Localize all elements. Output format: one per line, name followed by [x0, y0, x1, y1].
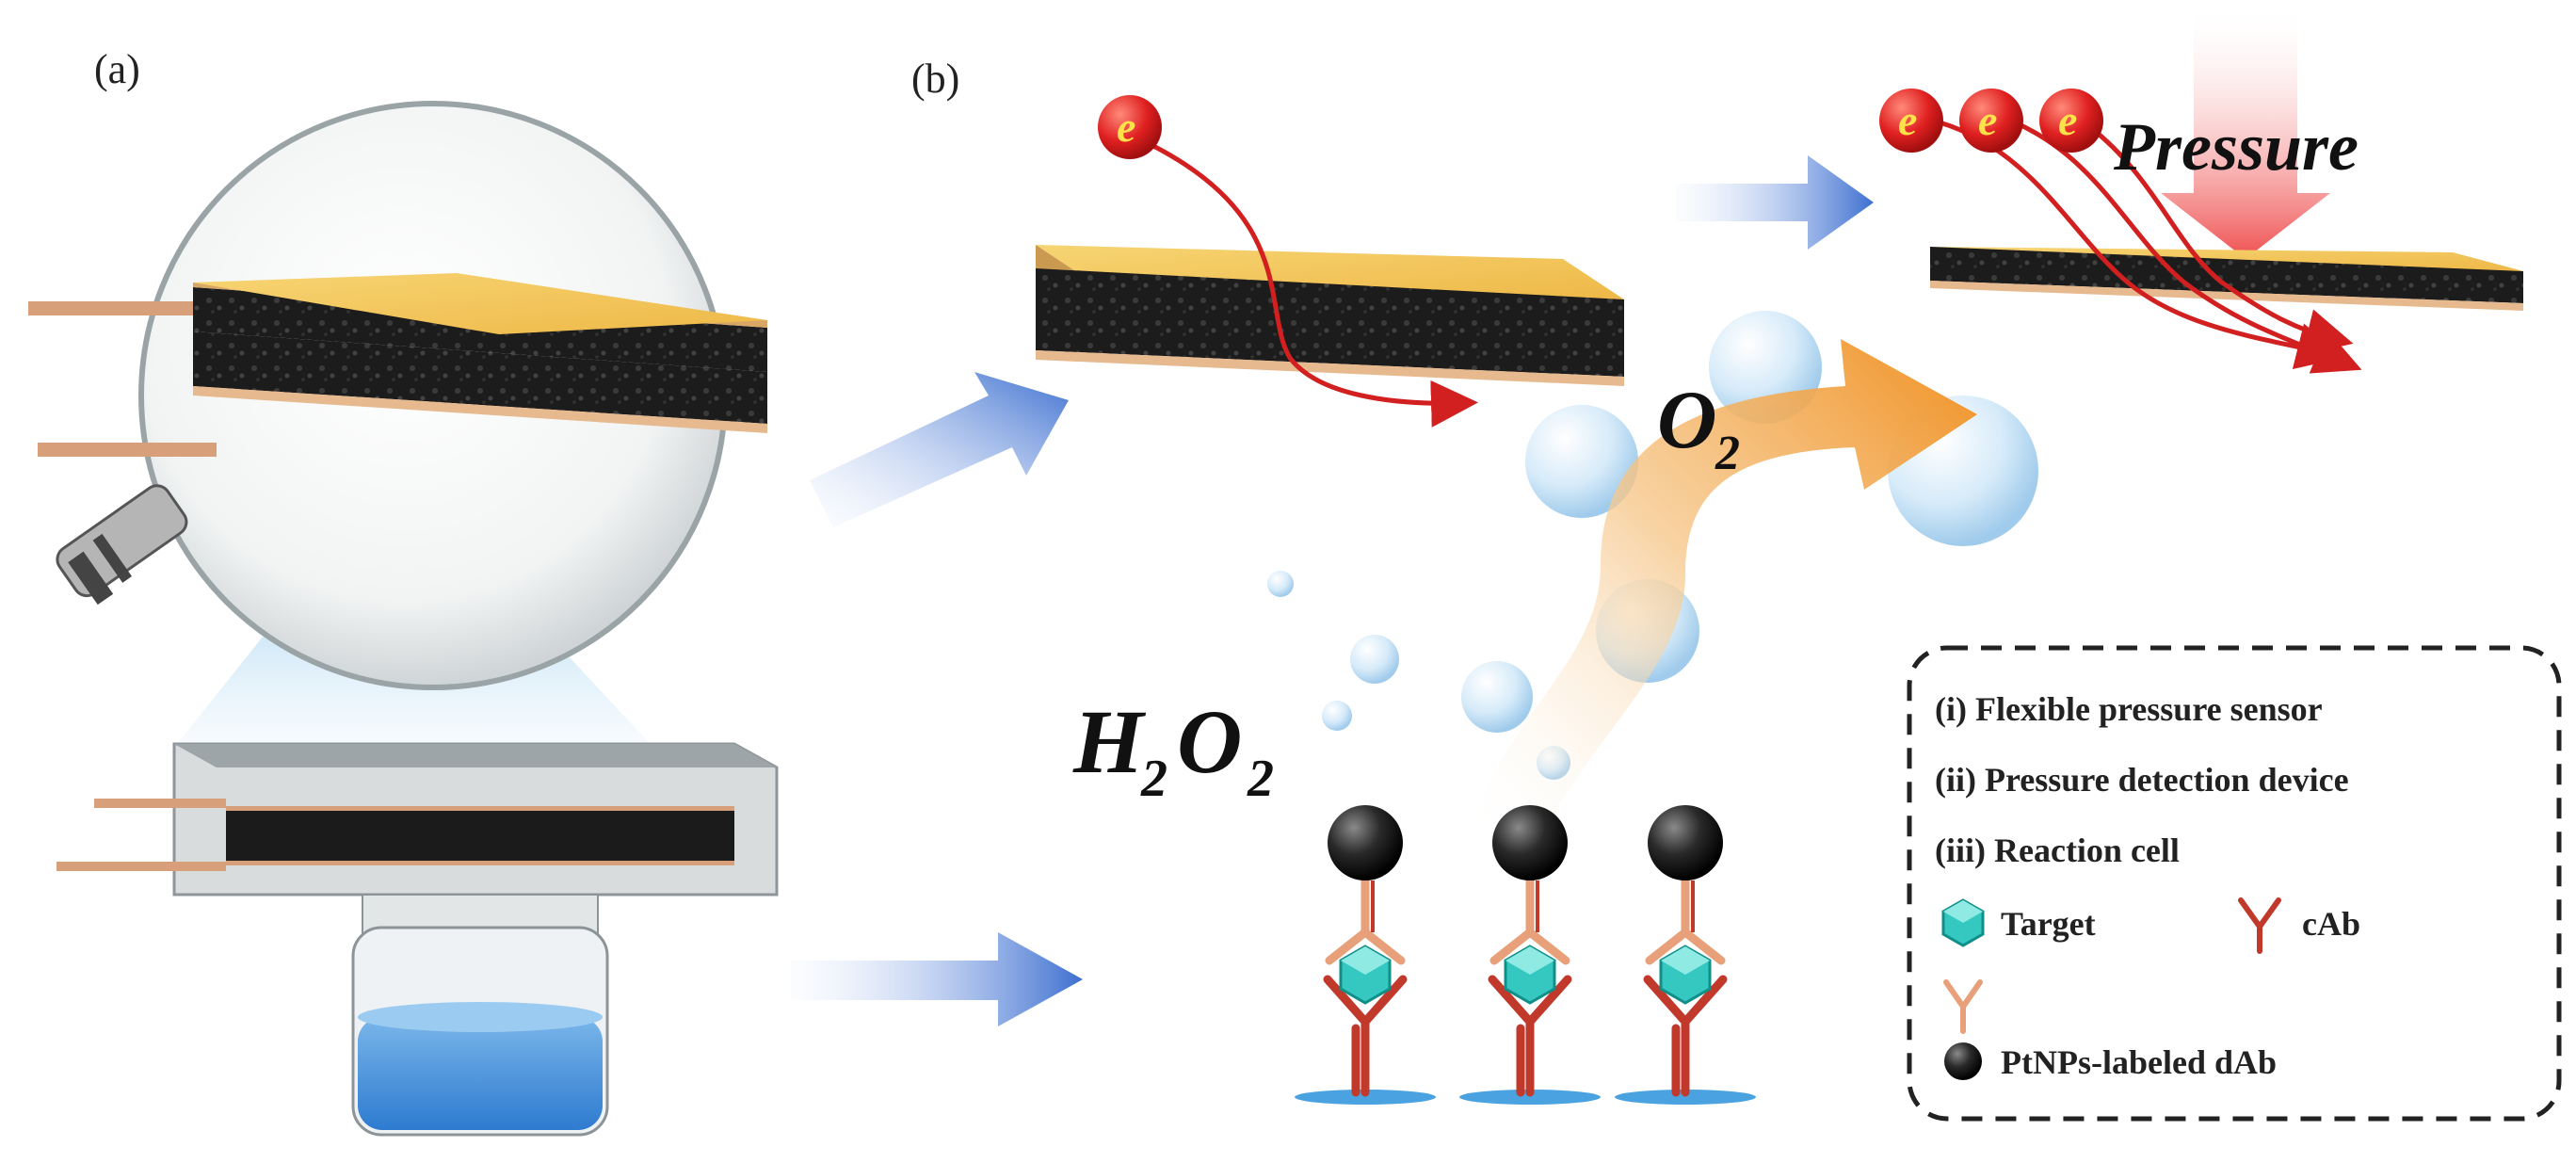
- electron-path-uncompressed: [1142, 138, 1478, 428]
- sandwich-complex-1: [1295, 805, 1436, 1105]
- legend-target-label: Target: [2001, 905, 2096, 943]
- electron-uncompressed: e: [1098, 95, 1162, 159]
- pressure-label: Pressure: [2113, 109, 2359, 185]
- electron-path-3: [2088, 125, 2354, 355]
- h2o2-label: H 2 O 2: [1072, 691, 1274, 808]
- o2-release-arrow: [1469, 339, 1977, 838]
- svg-text:O: O: [1657, 375, 1717, 466]
- immunoassay-complexes: [1295, 805, 1756, 1105]
- ptnp-label: [1328, 805, 1403, 880]
- svg-text:O: O: [1177, 691, 1242, 792]
- arrow-to-compressed: [1676, 155, 1874, 250]
- sandwich-complex-2: [1459, 805, 1601, 1105]
- target-icon: [1941, 898, 1985, 947]
- detection-antibody: [1325, 871, 1406, 965]
- sensor-zoomed: [28, 273, 767, 457]
- svg-text:e: e: [2058, 96, 2077, 144]
- panel-label-a: (a): [94, 46, 140, 92]
- legend-dab-label: PtNPs-labeled dAb: [2001, 1043, 2277, 1081]
- svg-text:e: e: [1898, 96, 1917, 144]
- substrate-pad: [1459, 1090, 1601, 1105]
- electrode-top-lead: [28, 301, 207, 315]
- capture-antibody: [1323, 975, 1408, 1097]
- target-antigen: [1504, 945, 1556, 1005]
- dab-icon: [1943, 979, 1983, 1080]
- magnifier-handle: [56, 484, 188, 606]
- target-antigen: [1339, 945, 1392, 1005]
- svg-text:e: e: [1117, 103, 1135, 151]
- detection-antibody: [1645, 871, 1726, 965]
- cab-icon: [2238, 897, 2281, 954]
- electrode-bottom-lead: [38, 443, 217, 457]
- svg-text:2: 2: [1247, 750, 1274, 808]
- detection-device-housing: [56, 742, 779, 938]
- o2-label: O 2: [1657, 375, 1740, 480]
- housed-sensor: [226, 810, 734, 862]
- panel-a-device-illustration: [28, 101, 779, 1137]
- legend-cab-label: cAb: [2302, 905, 2360, 943]
- target-antigen: [1659, 945, 1712, 1005]
- ptnp-label: [1492, 805, 1568, 880]
- legend-item-sensor: (i) Flexible pressure sensor: [1935, 690, 2323, 728]
- electron-compressed-3: e: [2039, 89, 2103, 153]
- sandwich-complex-3: [1615, 805, 1756, 1105]
- legend-box: (i) Flexible pressure sensor (ii) Pressu…: [1907, 645, 2562, 1122]
- legend-item-device: (ii) Pressure detection device: [1935, 761, 2349, 799]
- electron-path-2: [2013, 120, 2362, 374]
- electron-compressed-2: e: [1959, 89, 2023, 153]
- electron-compressed-1: e: [1879, 89, 1943, 153]
- panel-label-b: (b): [911, 56, 959, 102]
- svg-text:H: H: [1072, 691, 1147, 792]
- sensor-compressed: [1930, 247, 2523, 311]
- pressure-arrow: [2161, 9, 2330, 259]
- svg-text:2: 2: [1140, 750, 1167, 808]
- detection-antibody: [1489, 871, 1570, 965]
- sensor-uncompressed: [1036, 245, 1624, 386]
- legend-item-cell: (iii) Reaction cell: [1935, 832, 2180, 869]
- substrate-pad: [1615, 1090, 1756, 1105]
- svg-text:e: e: [1978, 96, 1997, 144]
- substrate-pad: [1295, 1090, 1436, 1105]
- arrow-to-reaction: [791, 932, 1083, 1026]
- svg-text:2: 2: [1715, 427, 1740, 480]
- reaction-solution: [358, 1017, 603, 1130]
- arrow-to-sensor: [810, 372, 1069, 527]
- ptnp-label: [1648, 805, 1723, 880]
- gold-electrode-top: [193, 273, 767, 334]
- capture-antibody: [1488, 975, 1572, 1097]
- reaction-cell: [351, 926, 609, 1137]
- capture-antibody: [1643, 975, 1728, 1097]
- electron-path-1: [1939, 120, 2344, 369]
